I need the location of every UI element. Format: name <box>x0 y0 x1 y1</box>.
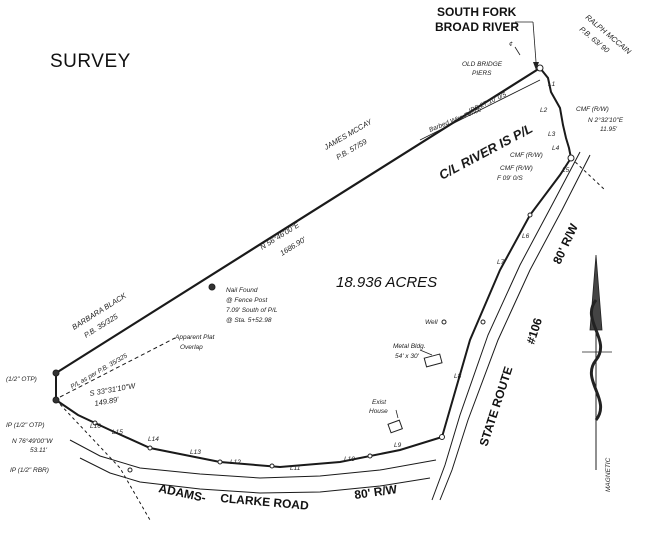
nail-pin <box>208 283 216 291</box>
road-edges <box>55 151 606 521</box>
line-number: L7 <box>497 259 505 266</box>
pin <box>367 453 373 459</box>
line-number: L11 <box>290 465 301 472</box>
exist-house-label-2: House <box>369 408 388 415</box>
line-number: L12 <box>230 459 241 466</box>
ip-mid-label: IP (1/2" OTP) <box>6 422 45 429</box>
sw-distance: 53.11' <box>30 447 48 454</box>
river-label-line2: BROAD RIVER <box>435 20 519 34</box>
pin <box>439 434 445 440</box>
plat-overlap-line <box>59 337 176 398</box>
cmf-label-1: CMF (R/W) <box>576 106 609 113</box>
metal-building <box>423 353 443 368</box>
page-title: SURVEY <box>50 51 131 72</box>
clarke-road-label: CLARKE ROAD <box>220 491 310 513</box>
barbed-wire-fence <box>419 79 541 141</box>
bridge-tick <box>514 46 521 56</box>
river-arrow-line <box>532 21 537 63</box>
line-number: L14 <box>148 436 159 443</box>
survey-pins <box>52 64 575 473</box>
sw-bearing: N 76°49'00"W <box>12 437 53 445</box>
pin <box>536 64 544 72</box>
line-number: L16 <box>90 423 101 430</box>
cmf-label-3: CMF (R/W) <box>500 165 533 172</box>
route-number: #106 <box>524 316 546 346</box>
magnetic-label: MAGNETIC <box>605 457 612 492</box>
pin <box>527 212 533 218</box>
well-label: Well <box>425 319 438 326</box>
ne-tie-line <box>570 157 606 191</box>
pin <box>52 369 60 377</box>
nail-south: 7.09' South of P/L <box>226 307 278 314</box>
pin <box>217 459 223 465</box>
state-route-edge-outer <box>439 154 591 501</box>
row-east: 80' R/W <box>550 221 581 266</box>
river-call: IPS 27.10' 0/5 <box>468 91 508 115</box>
pin <box>127 467 133 473</box>
corner-distance: 11.95' <box>600 126 618 133</box>
cmf-offset: F 09' 0/S <box>497 175 523 182</box>
pin <box>92 420 98 426</box>
metal-bldg-label: Metal Bldg. <box>393 343 426 350</box>
north-arrow-scroll <box>589 299 603 421</box>
river-label-line1: SOUTH FORK <box>437 5 517 19</box>
old-bridge-label: OLD BRIDGE <box>462 61 503 68</box>
pin <box>269 463 275 469</box>
line-number: L4 <box>552 145 560 152</box>
ip-top-label: (1/2" OTP) <box>6 376 37 383</box>
nail-found: Nail Found <box>226 287 258 294</box>
pin <box>147 445 153 451</box>
line-number: L1 <box>548 81 556 88</box>
adams-clarke-edge-2 <box>79 457 431 494</box>
north-boundary-line <box>55 67 541 374</box>
state-route-label: STATE ROUTE <box>477 365 516 448</box>
line-number: L2 <box>540 107 548 114</box>
adams-clarke-edge-1 <box>69 439 437 479</box>
line-number: L6 <box>522 233 530 240</box>
line-number: L15 <box>112 429 123 436</box>
pin <box>52 396 60 404</box>
line-number-labels: L1 L2 L3 L4 L5 L6 L7 L8 L9 L10 L11 L12 L… <box>90 81 570 472</box>
exist-house <box>387 419 403 434</box>
ip-bot-label: IP (1/2" RBR) <box>10 467 49 474</box>
adams-label: ADAMS- <box>157 481 207 505</box>
fence-post: @ Fence Post <box>226 297 268 304</box>
acreage-label: 18.936 ACRES <box>336 274 437 291</box>
nail-station: @ Sta. 5+52.98 <box>226 317 272 324</box>
line-number: L10 <box>344 456 355 463</box>
line-number: L8 <box>454 373 462 380</box>
overlap: Overlap <box>180 344 203 351</box>
row-south: 80' R/W <box>353 482 398 502</box>
north-arrow <box>582 254 612 470</box>
metal-bldg-size: 54' x 30' <box>395 353 420 360</box>
line-number: L5 <box>562 167 570 174</box>
piers-label: PIERS <box>472 70 492 77</box>
river-boundary-line <box>539 67 572 159</box>
state-route-edge-inner <box>431 151 581 501</box>
apparent-plat: Apparent Plat <box>174 334 216 341</box>
pin <box>567 154 575 162</box>
bridge-tick-mark: ¢ <box>509 41 513 48</box>
sw-tie-line <box>55 399 151 521</box>
corner-bearing: N 2°32'10"E <box>588 116 624 124</box>
exist-house-label-1: Exist <box>372 399 387 406</box>
line-number: L13 <box>190 449 201 456</box>
house-leader <box>395 409 399 419</box>
line-number: L3 <box>548 131 556 138</box>
pin <box>480 319 486 325</box>
cmf-label-2: CMF (R/W) <box>510 152 543 159</box>
line-number: L9 <box>394 442 402 449</box>
metal-leader <box>419 349 433 356</box>
river-arrow-head <box>533 62 539 70</box>
east-boundary-line <box>441 157 572 438</box>
well-symbol <box>441 319 447 325</box>
west-distance: 149.89' <box>94 395 120 408</box>
